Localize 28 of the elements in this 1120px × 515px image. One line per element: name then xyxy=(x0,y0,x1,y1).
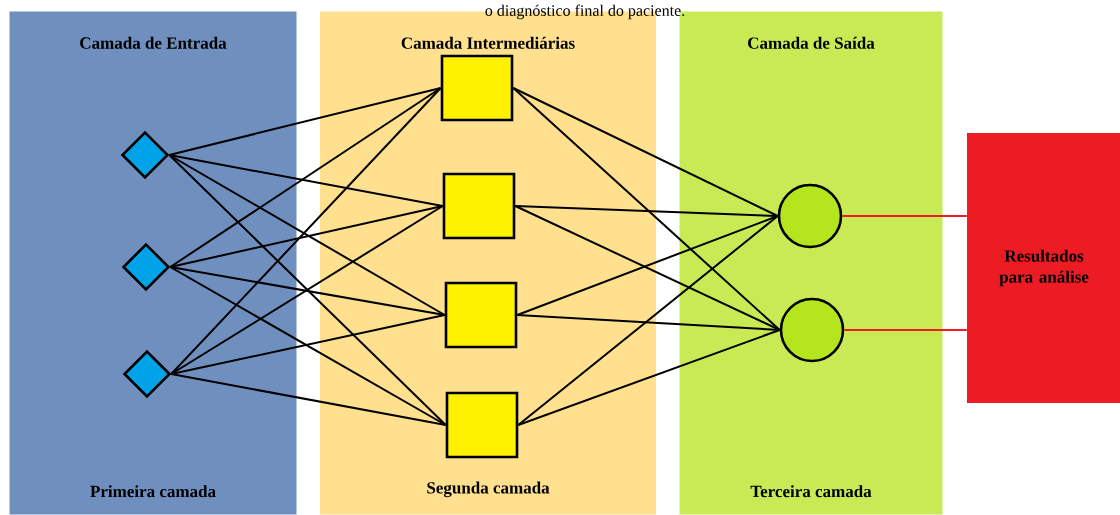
connection-line xyxy=(170,373,447,426)
connection-line xyxy=(512,87,779,217)
connection-line xyxy=(512,87,781,331)
output-circle xyxy=(777,183,843,249)
connection-line xyxy=(514,205,779,217)
connection-line xyxy=(169,87,442,268)
connection-line xyxy=(170,314,446,375)
connection-line xyxy=(168,87,442,156)
connection-line xyxy=(170,205,444,375)
hidden-square xyxy=(442,172,516,240)
connection-line xyxy=(514,205,781,331)
connection-line xyxy=(841,215,968,217)
hidden-square xyxy=(440,54,514,122)
output-circle xyxy=(779,297,845,363)
connection-line xyxy=(169,266,447,426)
connection-line xyxy=(517,329,781,426)
hidden-square xyxy=(445,391,519,459)
connection-line xyxy=(168,154,446,316)
hidden-square xyxy=(444,281,518,349)
connection-line xyxy=(168,154,447,426)
connection-line xyxy=(170,87,442,375)
connection-line xyxy=(516,215,779,316)
connection-line xyxy=(516,314,781,331)
connection-line xyxy=(843,329,968,331)
connection-line xyxy=(517,215,779,426)
connection-line xyxy=(169,205,444,268)
layer-band: Camada de Entrada Primeira camada xyxy=(9,11,297,515)
result-box: Resultados para análise xyxy=(967,133,1120,403)
